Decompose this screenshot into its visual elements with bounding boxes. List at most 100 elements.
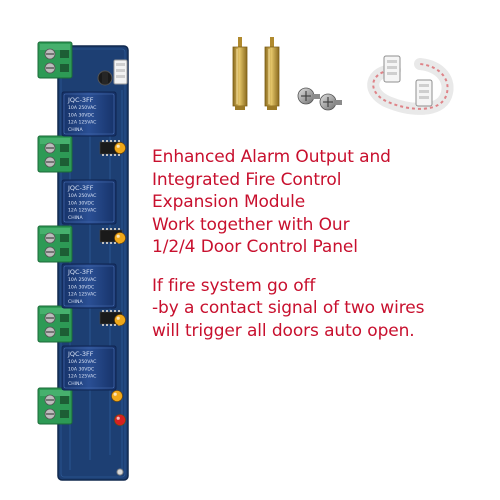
led-icon [111,390,123,402]
caption-line: -by a contact signal of two wires [152,298,425,318]
chip-pin [102,140,104,142]
led-icon [114,314,126,326]
led-highlight [116,316,120,320]
chip-pin [118,140,120,142]
chip-pin [106,228,108,230]
wire-entry [60,248,69,256]
chip-pin [118,154,120,156]
wire-entry [60,396,69,404]
wire-entry [60,314,69,322]
terminal-top [40,390,70,396]
screw-right [319,93,342,111]
relay-label: 10A 250VAC [68,277,96,283]
relay-edge [63,265,115,307]
relay-label: CHINA [68,127,83,133]
relay-edge [63,347,115,389]
chip-pin [106,140,108,142]
capacitor [97,70,113,86]
relay-label: 10A 30VDC [68,366,94,372]
chip-pin [106,310,108,312]
terminal-block [37,225,73,263]
ribbon-cable [367,55,454,115]
wire-entry [60,234,69,242]
chip-pin [110,140,112,142]
caption-line: If fire system go off [152,275,316,296]
chip-pin [110,242,112,244]
relay-label: JQC-3FF [67,184,94,192]
relay-label: 10A 250VAC [68,193,96,199]
wire-entry [60,158,69,166]
terminal-block [37,387,73,425]
chip-pin [114,310,116,312]
wire-entry [60,64,69,72]
relay-label: JQC-3FF [67,350,94,358]
relay-label: 12A 125VAC [68,292,96,298]
chip-pin [106,154,108,156]
chip-pin [114,242,116,244]
status-leds [111,142,126,426]
relay-label: 10A 30VDC [68,112,94,118]
relay-body [61,91,117,137]
wire-entry [60,50,69,58]
relay-label: 12A 125VAC [68,120,96,126]
terminal-block [37,135,73,173]
relay-label: 10A 250VAC [68,105,96,111]
brass-standoff-right [264,37,280,110]
chip-pin [102,242,104,244]
chip-pin [110,154,112,156]
wire-entry [60,410,69,418]
led-lens [114,142,126,154]
mount-hole [116,468,124,476]
relay-edge [63,93,115,135]
chip-pin [118,310,120,312]
terminal-top [40,44,70,50]
relay-label: CHINA [68,381,83,387]
brass-standoff-left [232,37,248,110]
terminal-block [37,305,73,343]
led-lens [111,390,123,402]
terminal-top [40,308,70,314]
caption-line: Enhanced Alarm Output and [152,147,391,167]
terminal-top [40,228,70,234]
chip-pin [102,154,104,156]
led-highlight [116,234,120,238]
chip-pin [114,228,116,230]
relay-label: CHINA [68,299,83,305]
chip-pin [110,310,112,312]
chip-pin [114,154,116,156]
caption-line: will trigger all doors auto open. [152,320,415,341]
white-connector [113,59,128,85]
chip-pin [102,324,104,326]
terminal-block [37,41,73,79]
relay-label: CHINA [68,215,83,221]
caption-line: Expansion Module [152,192,306,212]
relay-body [61,179,117,225]
chip-pin [114,140,116,142]
relay-label: JQC-3FF [67,96,94,104]
caption-line: Integrated Fire Control [152,169,342,190]
relay-edge [63,181,115,223]
wire-entry [60,144,69,152]
relay-label: 12A 125VAC [68,374,96,380]
wire-entry [60,328,69,336]
chip-pin [118,228,120,230]
terminal-blocks [37,41,73,425]
led-icon [114,414,126,426]
relay-label: 10A 30VDC [68,284,94,290]
relay-label: 10A 250VAC [68,359,96,365]
relay-body [61,263,117,309]
relay-body [61,345,117,391]
led-highlight [116,416,120,420]
chip-pin [106,324,108,326]
led-highlight [113,392,117,396]
led-highlight [116,144,120,148]
product-caption: Enhanced Alarm Output and Integrated Fir… [152,146,498,342]
chip-pin [110,324,112,326]
led-icon [114,232,126,244]
